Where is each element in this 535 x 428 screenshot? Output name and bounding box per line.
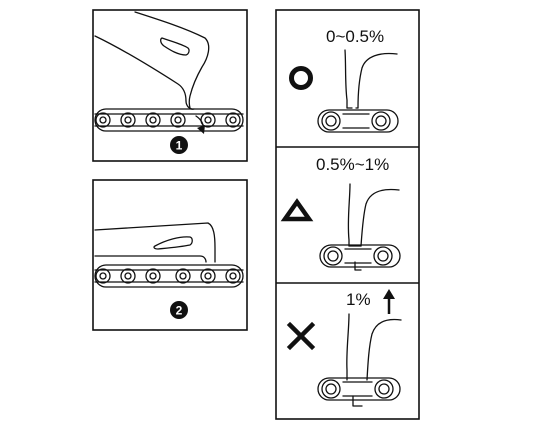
chain (94, 108, 244, 132)
arrow-up-icon (383, 289, 395, 314)
chain-section (317, 109, 399, 133)
wear-range-label: 0.5%~1% (316, 155, 389, 174)
chain-checker-tool (94, 222, 216, 263)
wear-level-replace: 1% (286, 289, 402, 407)
wear-range-label: 1% (346, 290, 371, 309)
wear-level-ok: 0~0.5% (289, 27, 399, 133)
wear-level-warning: 0.5%~1% (280, 155, 401, 271)
step-1-panel: 1 (92, 9, 248, 162)
step-1-badge: 1 (170, 136, 188, 154)
chain-section (319, 244, 401, 271)
step-1-number: 1 (176, 139, 183, 153)
step-2-number: 2 (176, 304, 183, 318)
chain-checker-tool (94, 11, 210, 110)
wear-range-label: 0~0.5% (326, 27, 384, 46)
chain-rollers (95, 268, 241, 284)
step-2-badge: 2 (170, 301, 188, 319)
chain-checker-tip (347, 183, 400, 247)
chain-rollers (95, 112, 241, 128)
chain-checker-tip (344, 49, 398, 109)
step-2-panel: 2 (92, 179, 248, 331)
wear-level-frame (275, 9, 420, 420)
step-2-frame (92, 179, 248, 331)
chain-checker-tip (346, 313, 402, 381)
cross-icon (286, 321, 316, 351)
step-1-frame (92, 9, 248, 162)
circle-icon (289, 66, 313, 90)
chain-section (317, 377, 401, 407)
chain (94, 264, 244, 288)
rotate-arrow-icon (195, 115, 205, 134)
triangle-icon (280, 198, 314, 222)
